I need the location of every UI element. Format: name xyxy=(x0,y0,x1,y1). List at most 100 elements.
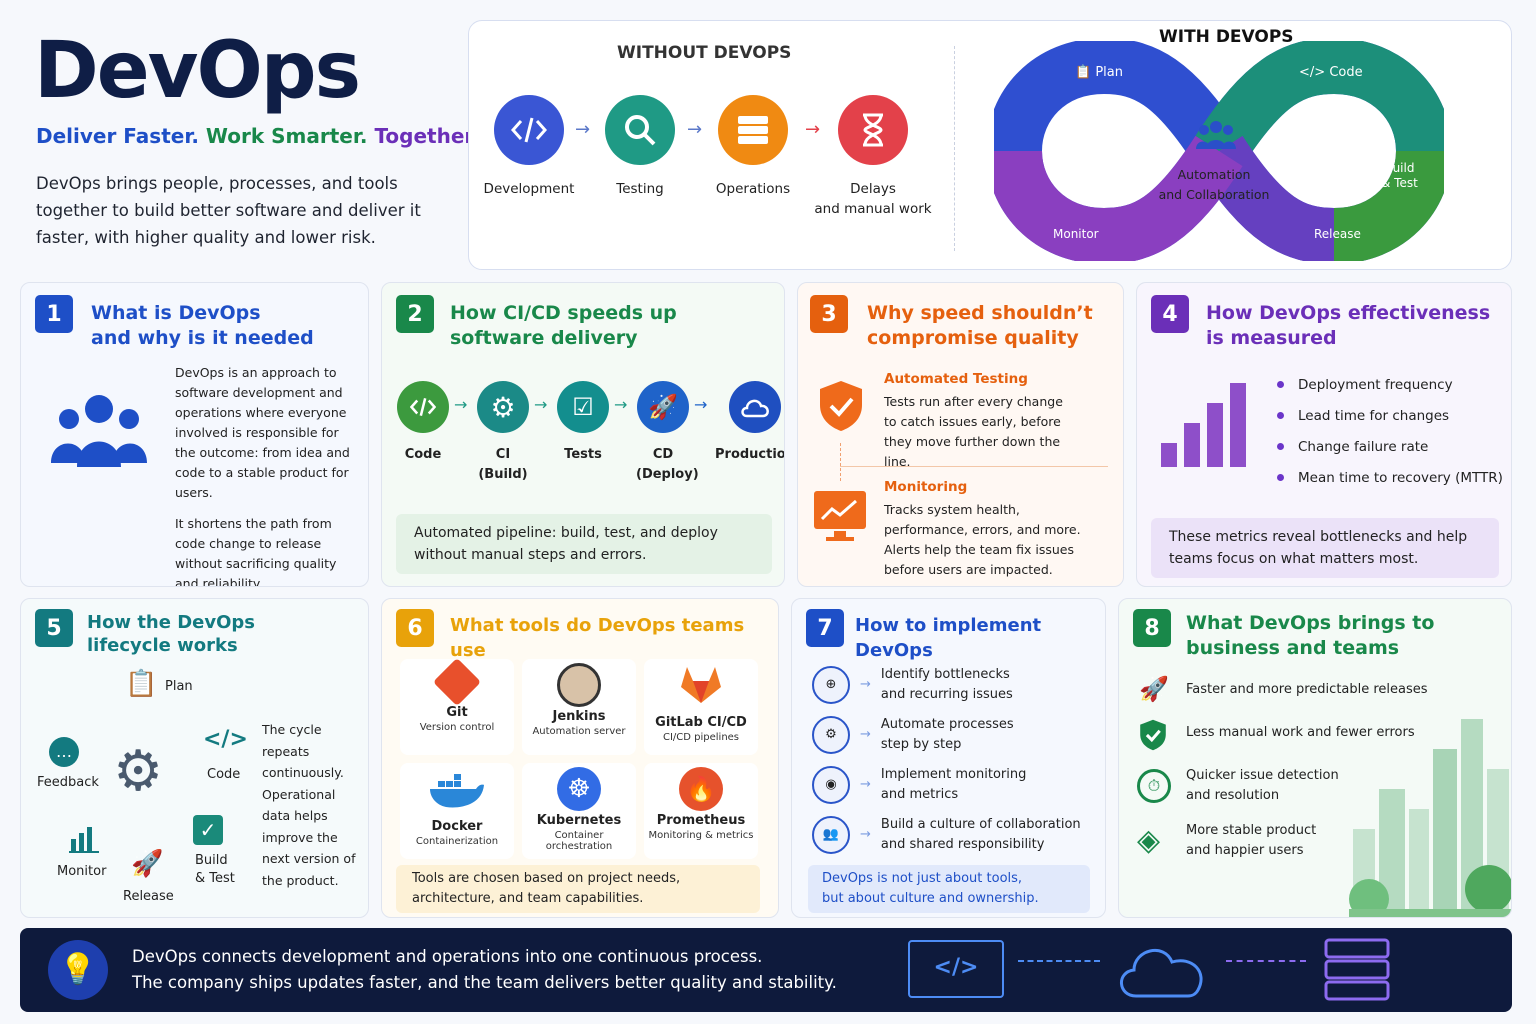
bullet-icon xyxy=(1277,443,1284,450)
bar-chart-icon xyxy=(1161,381,1251,473)
target-icon: ⊕ xyxy=(812,666,850,704)
pipeline-step-ci: ⚙ CI (Build) xyxy=(476,381,530,485)
shield-check-icon xyxy=(1139,718,1167,756)
tool-name: GitLab CI/CD xyxy=(655,715,747,730)
bar-chart-icon xyxy=(69,825,99,857)
lightbulb-icon: 💡 xyxy=(48,940,108,1000)
quality-item-title: Automated Testing xyxy=(884,371,1028,387)
prometheus-icon: 🔥 xyxy=(679,767,723,811)
benefit-item: Faster and more predictable releases xyxy=(1186,682,1428,697)
tagline: Deliver Faster. Work Smarter. Together. xyxy=(36,124,479,148)
hero-description: DevOps brings people, processes, and too… xyxy=(36,174,421,247)
lifecycle-code-label: Code xyxy=(207,767,241,782)
with-devops-heading: WITH DEVOPS xyxy=(1159,27,1294,47)
tool-desc: Containerization xyxy=(415,836,499,847)
card-title: How CI/CD speeds up software delivery xyxy=(450,302,677,349)
bullet-icon xyxy=(1277,474,1284,481)
quality-item-desc: Tracks system health, performance, error… xyxy=(884,502,1081,577)
loop-center-label: Automation and Collaboration xyxy=(1158,167,1270,202)
implement-step-2: ⚙→Automate processes step by step xyxy=(812,715,1014,755)
card-title: How to implement DevOps xyxy=(855,615,1042,661)
card-implement: 7 How to implement DevOps ⊕→Identify bot… xyxy=(791,598,1106,918)
list-item: Deployment frequency xyxy=(1277,369,1507,400)
tool-desc: Monitoring & metrics xyxy=(648,830,754,841)
card-cicd: 2 How CI/CD speeds up software delivery … xyxy=(381,282,785,587)
quality-item-title: Monitoring xyxy=(884,479,968,495)
lifecycle-feedback-label: Feedback xyxy=(37,775,99,790)
card-note: These metrics reveal bottlenecks and hel… xyxy=(1151,518,1499,578)
card-lifecycle: 5 How the DevOps lifecycle works ⚙ 📋 Pla… xyxy=(20,598,369,918)
arrow-right-icon: → xyxy=(534,395,548,414)
benefit-item: More stable product and happier users xyxy=(1186,823,1317,858)
card-note: Automated pipeline: build, test, and dep… xyxy=(396,514,772,574)
arrow-right-icon: → xyxy=(614,395,628,414)
gitlab-icon xyxy=(644,665,758,709)
quality-item-desc: Tests run after every change to catch is… xyxy=(884,394,1063,469)
card-number-badge: 3 xyxy=(810,295,848,333)
metrics-list: Deployment frequency Lead time for chang… xyxy=(1277,369,1507,493)
card-title: Why speed shouldn’t compromise quality xyxy=(867,302,1093,349)
gear-icon: ⚙ xyxy=(812,716,850,754)
dashed-arrow-icon: → xyxy=(860,777,871,792)
comparison-panel: WITHOUT DEVOPS WITH DEVOPS Development →… xyxy=(468,20,1512,270)
tool-name: Git xyxy=(446,705,468,720)
laptop-code-icon: </> xyxy=(908,940,1004,998)
loop-release-label: Release xyxy=(1314,227,1361,241)
rocket-icon: 🚀 xyxy=(131,849,164,879)
gear-icon: ⚙ xyxy=(477,381,529,433)
arrow-right-icon: → xyxy=(575,119,591,140)
server-icon xyxy=(1324,938,1390,1001)
implement-step-1: ⊕→Identify bottlenecks and recurring iss… xyxy=(812,665,1013,705)
team-icon: 👥 xyxy=(812,816,850,854)
eye-icon: ◉ xyxy=(812,766,850,804)
pipeline-step-production: Production xyxy=(712,381,785,465)
arrow-right-icon: → xyxy=(694,395,708,414)
arrow-right-icon: → xyxy=(687,119,703,140)
tool-desc: Automation server xyxy=(532,726,626,737)
step-label: Development xyxy=(483,181,575,197)
git-icon xyxy=(432,657,482,707)
implement-step-3: ◉→Implement monitoring and metrics xyxy=(812,765,1026,805)
card-number-badge: 7 xyxy=(806,609,844,647)
clipboard-icon: 📋 xyxy=(125,669,158,699)
pipeline-step-label: Production xyxy=(715,447,785,462)
diamond-icon: ◈ xyxy=(1137,823,1161,858)
hourglass-icon xyxy=(838,95,908,165)
arrow-right-icon: → xyxy=(454,395,468,414)
card-title: How the DevOps lifecycle works xyxy=(87,612,256,656)
lifecycle-build-label: Build & Test xyxy=(195,853,235,886)
page-title: DevOps xyxy=(34,26,361,116)
tool-name: Jenkins xyxy=(552,709,606,724)
card-number-badge: 5 xyxy=(35,609,73,647)
pipeline-step-label: CD (Deploy) xyxy=(636,447,699,482)
loop-build-label: Build & Test xyxy=(1381,161,1418,190)
loop-monitor-label: Monitor xyxy=(1053,227,1099,241)
tool-desc: Version control xyxy=(419,722,495,733)
card-number-badge: 1 xyxy=(35,295,73,333)
server-icon xyxy=(718,95,788,165)
pipeline-step-cd: 🚀CD (Deploy) xyxy=(636,381,699,485)
pipeline-step-label: CI (Build) xyxy=(478,447,528,482)
pipeline-step-tests: ☑Tests xyxy=(556,381,610,465)
card-title: How DevOps effectiveness is measured xyxy=(1206,302,1491,349)
implement-step-4: 👥→Build a culture of collaboration and s… xyxy=(812,815,1081,855)
gear-icon: ⚙ xyxy=(113,739,164,804)
card-title: What is DevOps and why is it needed xyxy=(91,302,314,349)
benefit-item: Quicker issue detection and resolution xyxy=(1186,768,1339,803)
lifecycle-monitor-label: Monitor xyxy=(57,864,107,879)
card-number-badge: 8 xyxy=(1133,609,1171,647)
dashed-arrow-icon: → xyxy=(860,677,871,692)
people-icon xyxy=(51,393,147,471)
card-quality: 3 Why speed shouldn’t compromise quality… xyxy=(797,282,1124,587)
list-item: Lead time for changes xyxy=(1277,400,1507,431)
dashed-arrow-icon: → xyxy=(860,827,871,842)
jenkins-icon xyxy=(557,663,601,707)
code-icon xyxy=(397,381,449,433)
loop-plan-label: 📋 Plan xyxy=(1075,65,1123,80)
tool-name: Docker xyxy=(431,819,483,834)
tagline-part-1: Deliver Faster. xyxy=(36,124,199,148)
card-number-badge: 6 xyxy=(396,609,434,647)
